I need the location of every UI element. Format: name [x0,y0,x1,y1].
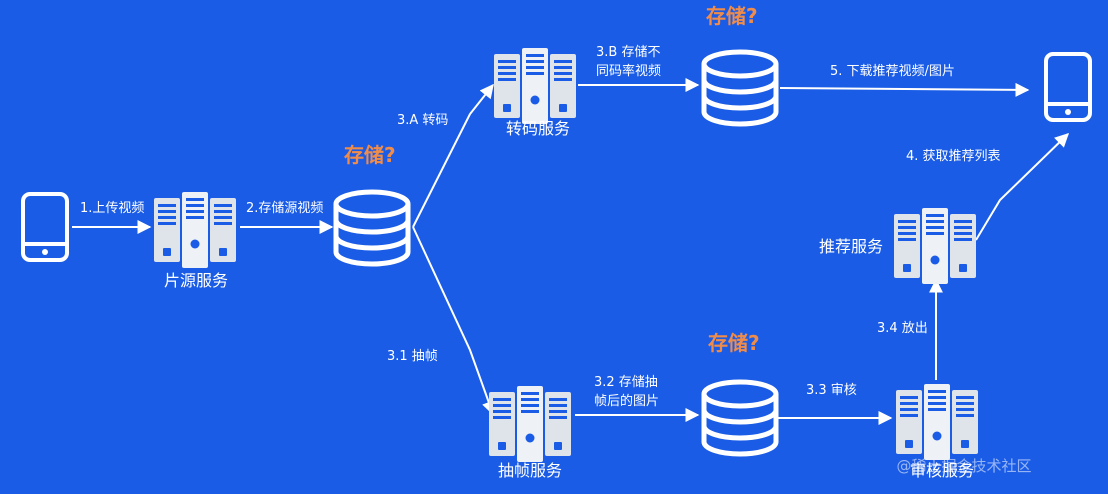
edge-labels: 1.上传视频 2.存储源视频 3.A 转码 3.B 存储不 同码率视频 5. 下… [80,45,1001,409]
source-storage-question: 存储? [344,143,396,167]
review-service-label: 审核服务 [910,461,974,480]
svg-text:@稀土掘金技术社区: @稀土掘金技术社区 [896,457,1031,475]
edge-label-store-bitrates-line2: 同码率视频 [596,63,661,79]
transcode-storage-node: 存储? [704,4,776,124]
database-icon [704,52,776,124]
edge-label-store-bitrates-line1: 3.B 存储不 [596,45,660,60]
edge-label-store-source: 2.存储源视频 [246,201,323,216]
edges [72,78,1070,425]
transcode-storage-question: 存储? [706,4,758,28]
phone-download-node [1044,52,1092,122]
edge-label-download: 5. 下载推荐视频/图片 [830,64,955,79]
phone-icon [21,192,69,262]
recommend-service-node: 推荐服务 [819,208,976,284]
edge-fetch-list [975,133,1070,241]
watermark: @稀土掘金技术社区 [896,457,1031,475]
review-service-node: 审核服务 [896,384,978,480]
edge-label-review: 3.3 审核 [806,383,857,398]
edge-label-fetch-list: 4. 获取推荐列表 [906,149,1001,164]
transcode-service-node: 转码服务 [494,48,576,138]
source-service-node: 片源服务 [154,192,236,290]
edge-transcode [412,83,494,228]
recommend-service-label: 推荐服务 [819,237,883,256]
server-icon [489,386,571,462]
edge-label-transcode: 3.A 转码 [397,113,448,128]
server-icon [896,384,978,460]
source-service-label: 片源服务 [164,271,228,290]
server-icon [894,208,976,284]
phone-upload-node [21,192,69,262]
source-storage-node: 存储? [336,143,408,264]
edge-extract-frames [412,226,496,416]
frame-service-node: 抽帧服务 [489,386,571,480]
database-icon [704,382,776,454]
frame-storage-question: 存储? [708,331,760,355]
transcode-service-label: 转码服务 [506,119,570,138]
edge-label-release: 3.4 放出 [877,321,928,336]
edge-label-store-frames-line2: 帧后的图片 [594,393,659,409]
phone-icon [1044,52,1092,122]
frame-service-label: 抽帧服务 [498,461,562,480]
frame-storage-node: 存储? [704,331,776,454]
edge-label-upload: 1.上传视频 [80,201,144,216]
edge-label-extract-frames: 3.1 抽帧 [387,349,438,364]
database-icon [336,192,408,264]
server-icon [494,48,576,124]
server-icon [154,192,236,268]
edge-label-store-frames-line1: 3.2 存储抽 [594,375,658,390]
edge-download [779,82,1030,97]
